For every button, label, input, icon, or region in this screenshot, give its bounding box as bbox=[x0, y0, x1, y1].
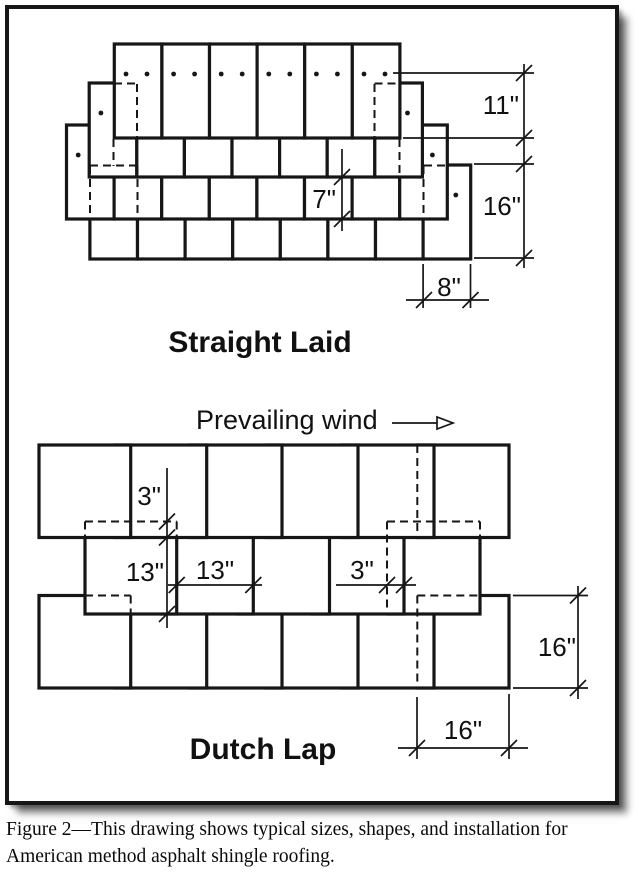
dimension-tick bbox=[569, 586, 587, 605]
dimension-tick bbox=[515, 155, 533, 173]
prevailing-wind-label: Prevailing wind bbox=[196, 405, 378, 435]
nail-dot bbox=[287, 71, 293, 77]
dim-3in-sidelap-label: 3" bbox=[350, 555, 374, 585]
dutch-lap-drawing bbox=[37, 443, 511, 690]
nail-dot bbox=[123, 71, 129, 77]
dutch-lap-title: Dutch Lap bbox=[190, 733, 337, 766]
dimension-tick bbox=[168, 576, 186, 594]
dim-16in-straight-label: 16" bbox=[483, 191, 521, 221]
dim-7in-label: 7" bbox=[312, 184, 336, 214]
dutch-lap-dimension-lines bbox=[158, 468, 588, 759]
dimension-tick bbox=[515, 249, 533, 267]
nail-dot bbox=[171, 71, 177, 77]
dim-16in-height-label: 16" bbox=[538, 632, 576, 662]
dimension-tick bbox=[408, 739, 426, 757]
shingle bbox=[350, 42, 402, 140]
nail-dot bbox=[266, 71, 272, 77]
dim-13in-vertical-label: 13" bbox=[126, 557, 164, 587]
shingle bbox=[255, 42, 307, 140]
straight-laid-hidden-edges bbox=[89, 82, 447, 218]
dimension-tick bbox=[333, 210, 351, 228]
dimension-tick bbox=[395, 576, 413, 594]
straight-laid-title: Straight Laid bbox=[168, 326, 351, 359]
dim-16in-width-label: 16" bbox=[444, 715, 482, 745]
nail-dot bbox=[144, 71, 150, 77]
shingle bbox=[160, 42, 212, 140]
dim-3in-headlap-label: 3" bbox=[137, 481, 161, 511]
nail-dot bbox=[382, 71, 388, 77]
nail-dot bbox=[453, 192, 459, 198]
nail-dot bbox=[218, 71, 224, 77]
dim-11in-label: 11" bbox=[483, 90, 519, 120]
roofing-diagram: 11" 16" 7" 8" Straight Laid Prevailing w… bbox=[37, 42, 588, 766]
figure-caption: Figure 2—This drawing shows typical size… bbox=[6, 819, 568, 867]
nail-dot bbox=[192, 71, 198, 77]
straight-laid-dimension-lines bbox=[333, 64, 534, 309]
nail-dot bbox=[314, 71, 319, 77]
nail-dot bbox=[75, 152, 81, 158]
shingle bbox=[207, 42, 259, 140]
dimension-tick bbox=[500, 739, 518, 757]
nail-dot bbox=[430, 152, 435, 158]
dimension-tick bbox=[158, 512, 176, 531]
nail-dot bbox=[98, 110, 104, 116]
dimension-tick bbox=[333, 168, 351, 186]
shingle bbox=[112, 42, 164, 140]
dimension-tick bbox=[158, 605, 176, 623]
dim-13in-horizontal-label: 13" bbox=[196, 555, 234, 585]
straight-laid-drawing bbox=[64, 42, 473, 261]
shingle bbox=[303, 42, 354, 140]
nail-dot bbox=[361, 71, 367, 77]
dutch-lap-hidden-edges bbox=[84, 445, 481, 688]
nail-dot bbox=[405, 110, 410, 116]
dimension-tick bbox=[569, 679, 587, 697]
dimension-tick bbox=[244, 576, 262, 594]
dimension-tick bbox=[378, 576, 396, 594]
dimension-tick bbox=[515, 64, 533, 82]
nail-dot bbox=[335, 71, 340, 77]
dimension-tick bbox=[515, 129, 533, 147]
dim-8in-label: 8" bbox=[437, 272, 461, 302]
prevailing-wind-arrow-icon bbox=[392, 415, 456, 431]
dimension-tick bbox=[461, 291, 480, 309]
nail-dot bbox=[239, 71, 245, 77]
dimension-tick bbox=[158, 528, 176, 547]
dimension-tick bbox=[415, 291, 433, 309]
